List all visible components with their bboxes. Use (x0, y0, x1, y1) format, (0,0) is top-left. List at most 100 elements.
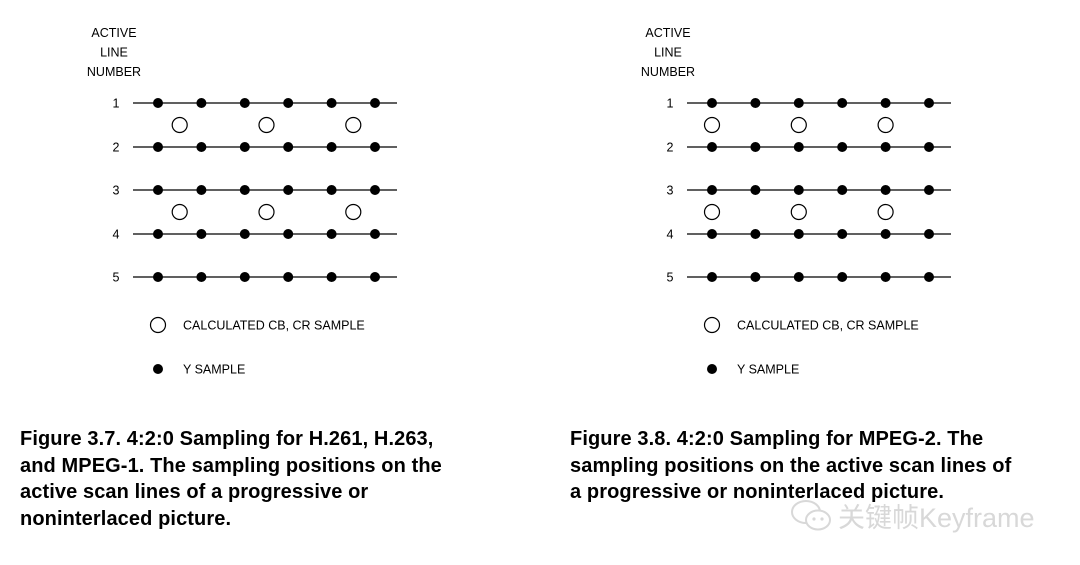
y-sample-dot (370, 142, 380, 152)
legend-luma-label: Y SAMPLE (183, 363, 245, 377)
caption-line: Figure 3.7. 4:2:0 Sampling for H.261, H.… (20, 428, 434, 450)
y-sample-dot (924, 272, 934, 282)
caption-line: active scan lines of a progressive or (20, 481, 369, 503)
y-sample-dot (924, 98, 934, 108)
axis-label: NUMBER (641, 65, 695, 79)
y-sample-dot (153, 272, 163, 282)
chroma-sample-circle (703, 116, 721, 134)
y-sample-dot (793, 185, 804, 195)
y-sample-dot (880, 229, 891, 239)
y-sample-dot (326, 142, 337, 152)
axis-label: NUMBER (87, 65, 141, 79)
y-sample-dot (880, 98, 891, 108)
line-number: 4 (667, 228, 674, 242)
y-sample-dot (750, 98, 761, 108)
axis-label: LINE (654, 46, 682, 60)
legend-chroma-label: CALCULATED CB, CR SAMPLE (737, 319, 919, 333)
y-sample-dot (239, 98, 250, 108)
watermark: 关键帧Keyframe (790, 496, 1035, 535)
y-sample-dot (707, 272, 717, 282)
wechat-icon (791, 499, 831, 530)
y-sample-dot (283, 98, 294, 108)
chroma-sample-circle (345, 116, 362, 134)
y-sample-dot (239, 142, 250, 152)
y-sample-dot (370, 98, 380, 108)
y-sample-dot (924, 142, 934, 152)
y-sample-dot (837, 229, 848, 239)
y-sample-dot (793, 142, 804, 152)
y-sample-dot (196, 98, 207, 108)
line-number: 1 (113, 97, 120, 111)
y-sample-dot (153, 142, 163, 152)
y-sample-dot (880, 272, 891, 282)
y-sample-dot (880, 185, 891, 195)
caption-line: a progressive or noninterlaced picture. (570, 481, 945, 503)
y-sample-dot (283, 272, 294, 282)
line-number: 5 (113, 271, 120, 285)
legend-chroma-icon (149, 316, 167, 334)
y-sample-dot (707, 229, 717, 239)
axis-label: ACTIVE (645, 26, 690, 40)
line-number: 1 (667, 97, 674, 111)
y-sample-dot (239, 185, 250, 195)
chroma-sample-circle (790, 116, 807, 134)
y-sample-dot (750, 229, 761, 239)
y-sample-dot (370, 185, 380, 195)
y-sample-dot (707, 142, 717, 152)
y-sample-dot (239, 272, 250, 282)
y-sample-dot (283, 142, 294, 152)
figure-3-7-caption: Figure 3.7. 4:2:0 Sampling for H.261, H.… (20, 426, 442, 532)
line-number: 3 (113, 184, 120, 198)
y-sample-dot (750, 142, 761, 152)
y-sample-dot (283, 185, 294, 195)
y-sample-dot (707, 98, 717, 108)
y-sample-dot (837, 272, 848, 282)
y-sample-dot (196, 229, 207, 239)
legend-luma-icon (707, 364, 717, 374)
line-number: 5 (667, 271, 674, 285)
chroma-sample-circle (258, 116, 275, 134)
chroma-sample-circle (258, 203, 275, 221)
y-sample-dot (196, 142, 207, 152)
legend-luma-icon (153, 364, 163, 374)
y-sample-dot (750, 272, 761, 282)
y-sample-dot (880, 142, 891, 152)
y-sample-dot (153, 185, 163, 195)
y-sample-dot (326, 272, 337, 282)
y-sample-dot (837, 142, 848, 152)
legend-chroma-icon (703, 316, 721, 334)
caption-line: Figure 3.8. 4:2:0 Sampling for MPEG-2. T… (570, 428, 984, 450)
y-sample-dot (370, 272, 380, 282)
y-sample-dot (924, 185, 934, 195)
caption-line: sampling positions on the active scan li… (570, 454, 1012, 477)
y-sample-dot (326, 98, 337, 108)
y-sample-dot (793, 229, 804, 239)
y-sample-dot (326, 185, 337, 195)
line-number: 3 (667, 184, 674, 198)
y-sample-dot (283, 229, 294, 239)
chroma-sample-circle (345, 203, 362, 221)
y-sample-dot (196, 185, 207, 195)
figure-3-8-caption: Figure 3.8. 4:2:0 Sampling for MPEG-2. T… (570, 426, 1011, 506)
chroma-sample-circle (877, 203, 894, 221)
y-sample-dot (370, 229, 380, 239)
y-sample-dot (153, 229, 163, 239)
y-sample-dot (793, 98, 804, 108)
y-sample-dot (750, 185, 761, 195)
line-number: 4 (113, 228, 120, 242)
y-sample-dot (707, 185, 717, 195)
watermark-text: 关键帧Keyframe (838, 503, 1035, 533)
legend-luma-label: Y SAMPLE (737, 363, 799, 377)
y-sample-dot (153, 98, 163, 108)
chroma-sample-circle (171, 203, 188, 221)
y-sample-dot (196, 272, 207, 282)
line-number: 2 (667, 141, 674, 155)
y-sample-dot (326, 229, 337, 239)
caption-line: noninterlaced picture. (20, 507, 232, 530)
chroma-sample-circle (877, 116, 894, 134)
y-sample-dot (924, 229, 934, 239)
chroma-sample-circle (171, 116, 188, 134)
y-sample-dot (793, 272, 804, 282)
y-sample-dot (837, 98, 848, 108)
